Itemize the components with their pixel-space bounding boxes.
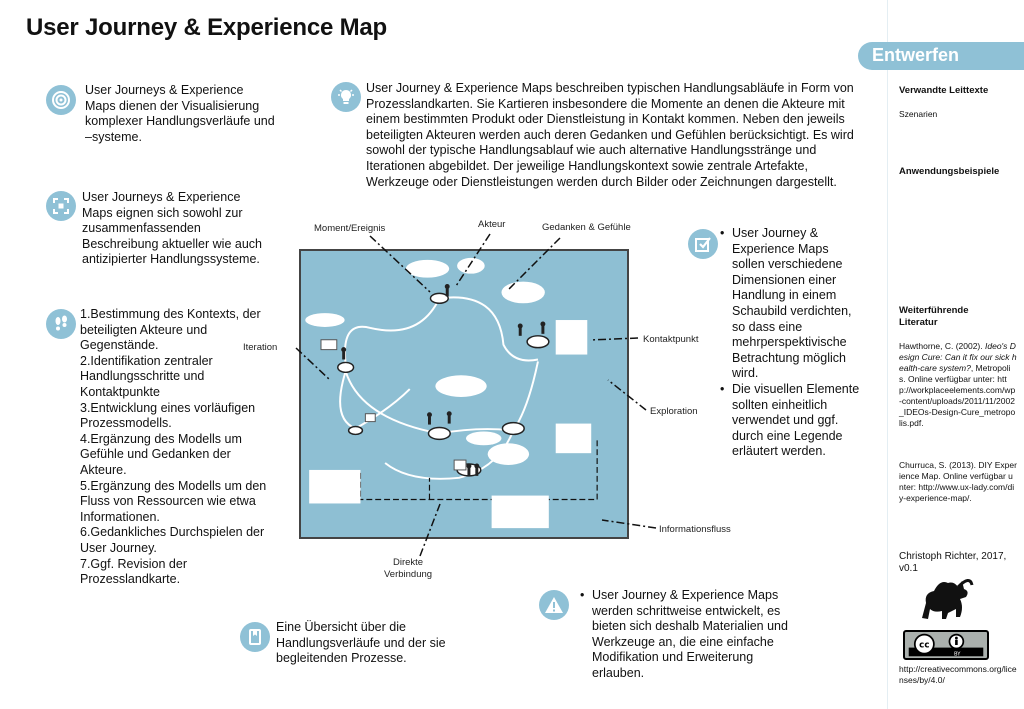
journey-map-diagram: [299, 249, 629, 539]
target-icon: [46, 85, 76, 115]
label-akteur: Akteur: [478, 219, 506, 230]
thought-cloud: [435, 375, 487, 397]
intro-text: User Journeys & Experience Maps dienen d…: [85, 83, 275, 144]
list-item: User Journey & Experience Maps werden sc…: [580, 588, 800, 682]
page-title: User Journey & Experience Map: [26, 14, 388, 41]
frame-icon: [46, 191, 76, 221]
moment-node: [427, 426, 451, 441]
label-exploration: Exploration: [650, 406, 698, 417]
document-icon: [240, 622, 270, 652]
svg-text:BY: BY: [954, 651, 961, 657]
result-text: Eine Übersicht über die Handlungsverläuf…: [276, 620, 446, 666]
ref1-rest: , Metropolis. Online verfügbar unter: ht…: [899, 363, 1016, 428]
artifact-sketch: [320, 339, 338, 351]
moment-node: [337, 361, 355, 374]
label-informationsfluss: Informationsfluss: [659, 524, 731, 535]
thought-cloud: [465, 431, 502, 446]
label-iteration: Iteration: [243, 342, 278, 353]
list-item: 1.Bestimmung des Kontexts, der beteiligt…: [80, 307, 261, 353]
related-heading: Verwandte Leittexte: [899, 85, 989, 96]
journey-path: [439, 296, 539, 362]
list-item: Die visuellen Elemente sollten einheitli…: [720, 382, 860, 460]
literature-heading: Weiterführende Literatur: [899, 305, 969, 328]
info-flow-line: [330, 438, 598, 501]
touchpoint-box: [555, 423, 592, 454]
list-item: User Journey & Experience Maps sollen ve…: [720, 226, 860, 382]
list-item: 5.Ergänzung des Modells um den Fluss von…: [80, 478, 267, 524]
moment-node: [347, 425, 364, 436]
steps-list: 1.Bestimmung des Kontexts, der beteiligt…: [80, 307, 280, 588]
cat-icon: [914, 573, 974, 623]
description-text: User Journey & Experience Maps beschreib…: [366, 81, 854, 189]
label-verbindung: Verbindung: [384, 569, 433, 580]
examples-heading: Anwendungsbeispiele: [899, 166, 1000, 177]
category-badge: Entwerfen: [858, 42, 1024, 70]
touchpoint-box: [309, 469, 361, 504]
list-item: 6.Gedankliches Durchspielen der User Jou…: [80, 525, 265, 555]
label-moment: Moment/Ereignis: [314, 223, 386, 234]
author-credit: Christoph Richter, 2017, v0.1: [899, 551, 1007, 574]
artifact-sketch: [364, 413, 376, 423]
reference-1: Hawthorne, C. (2002). Ideo's Design Cure…: [899, 341, 1017, 429]
svg-text:cc: cc: [919, 641, 929, 651]
reference-2: Churruca, S. (2013). DIY Experience Map.…: [899, 460, 1017, 503]
moment-node: [429, 292, 449, 305]
list-item: 4.Ergänzung des Modells um Gefühle und G…: [80, 431, 242, 477]
related-link-szenarien[interactable]: Szenarien: [899, 109, 938, 119]
actor-figures: [341, 284, 546, 476]
thought-cloud: [457, 257, 485, 274]
cc-by-icon: cc BY: [903, 630, 989, 660]
journey-path: [343, 297, 441, 365]
moment-node: [501, 421, 525, 436]
list-item: 2.Identifikation zentraler Handlungsschr…: [80, 353, 213, 399]
ref1-author: Hawthorne, C. (2002).: [899, 341, 983, 351]
usage-text: User Journeys & Experience Maps eignen s…: [82, 190, 262, 267]
warning-list: User Journey & Experience Maps werden sc…: [580, 588, 800, 682]
list-item: 7.Ggf. Revision der Prozesslandkarte.: [80, 556, 187, 587]
thought-cloud: [305, 313, 345, 327]
thought-cloud: [501, 281, 545, 304]
label-direkte: Direkte: [393, 557, 424, 568]
thought-cloud: [487, 443, 530, 466]
artifact-sketch: [453, 459, 467, 471]
lightbulb-icon: [331, 82, 361, 112]
journey-path: [512, 361, 539, 432]
touchpoint-box: [555, 320, 588, 355]
ref1-title: Ideo's Design Cure: Can it fix our sick …: [899, 341, 1017, 373]
touchpoint-box: [491, 495, 549, 529]
moment-node: [526, 335, 550, 349]
label-gedanken: Gedanken & Gefühle: [542, 222, 631, 233]
label-kontaktpunkt: Kontaktpunkt: [643, 334, 699, 345]
goals-list: User Journey & Experience Maps sollen ve…: [720, 226, 860, 460]
checkbox-icon: [688, 229, 718, 259]
warning-icon: [539, 590, 569, 620]
list-item: 3.Entwicklung eines vorläufigen Prozessm…: [80, 400, 256, 431]
footsteps-icon: [46, 309, 76, 339]
thought-cloud: [405, 259, 450, 278]
license-link[interactable]: http://creativecommons.org/licenses/by/4…: [899, 664, 1017, 685]
